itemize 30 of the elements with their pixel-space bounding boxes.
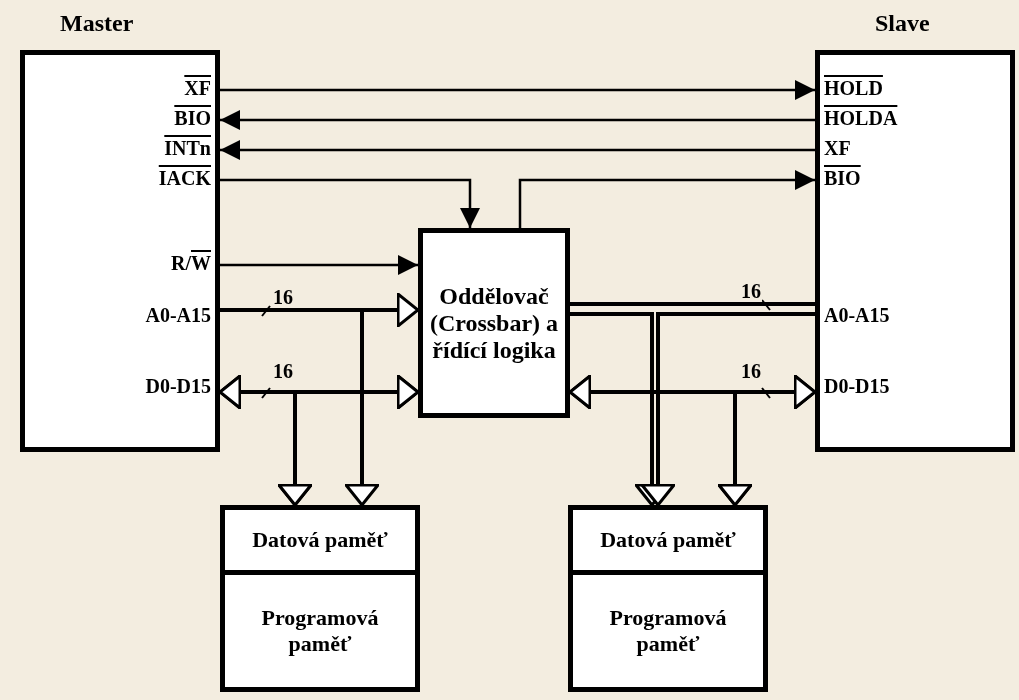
signal-arrow [220, 178, 480, 228]
box-text: Oddělovač (Crossbar) a řídící logika [428, 282, 560, 364]
pin-label: A0-A15 [145, 303, 211, 327]
pin-label: R/W [171, 251, 211, 275]
bus-arrow [277, 374, 420, 507]
box-text: Programová paměť [608, 605, 728, 657]
pin-label: HOLDA [824, 106, 898, 130]
box-text: Programová paměť [260, 605, 380, 657]
pin-label: D0-D15 [145, 374, 211, 398]
pin-label: A0-A15 [824, 303, 890, 327]
pin-label: BIO [824, 166, 861, 190]
processor-heading: Slave [875, 9, 930, 38]
pin-label: IACK [158, 166, 211, 190]
control-logic-box [418, 228, 570, 418]
pin-label: HOLD [824, 76, 883, 100]
pin-label: XF [824, 136, 851, 160]
processor-heading: Master [60, 9, 134, 38]
signal-arrow [220, 110, 815, 130]
box-text: Datová paměť [600, 527, 736, 553]
signal-arrow [220, 140, 815, 160]
bus-arrow [717, 374, 817, 507]
box-text: Datová paměť [252, 527, 388, 553]
pin-label: D0-D15 [824, 374, 890, 398]
signal-arrow [220, 80, 815, 100]
pin-label: BIO [174, 106, 211, 130]
pin-label: INTn [164, 136, 211, 160]
pin-label: XF [184, 76, 211, 100]
bus-arrow [640, 312, 815, 507]
signal-arrow [518, 170, 815, 228]
signal-arrow [220, 255, 418, 275]
